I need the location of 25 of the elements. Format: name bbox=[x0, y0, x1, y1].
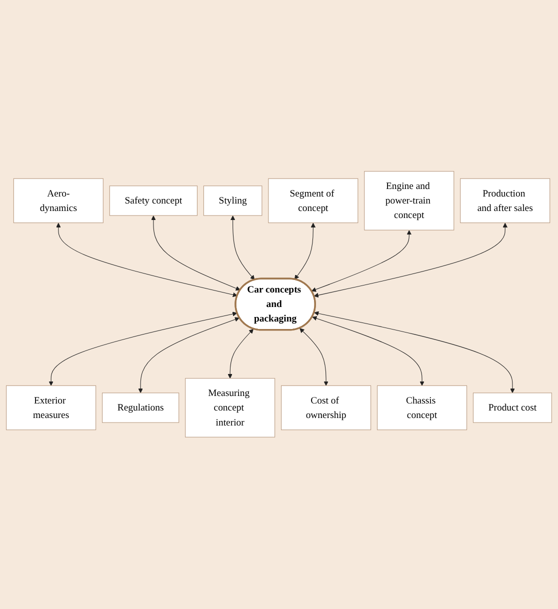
arrow bbox=[228, 329, 254, 379]
arrow bbox=[312, 316, 424, 386]
node-box bbox=[281, 386, 372, 430]
arrow bbox=[138, 317, 240, 394]
node-box bbox=[185, 378, 276, 438]
node-box bbox=[109, 186, 198, 216]
node-box bbox=[364, 171, 454, 231]
node-box bbox=[460, 178, 550, 224]
concept-diagram: Car concepts and packaging Aero-dynamics Safety concept Styling Segment of concept Engine and power-train concept Production and after sales Exterior measures Regulations Measuring concept interior Cost of ownership Chassis concept Product cost bbox=[2, 167, 556, 442]
arrow bbox=[314, 223, 508, 298]
arrow bbox=[230, 216, 255, 280]
node-box bbox=[13, 178, 104, 224]
node-box bbox=[268, 178, 358, 224]
node-box bbox=[377, 386, 468, 430]
node-box bbox=[6, 386, 96, 430]
arrow bbox=[294, 223, 316, 280]
node-box bbox=[472, 392, 552, 424]
arrow bbox=[56, 223, 238, 298]
node-box bbox=[203, 186, 262, 216]
arrow bbox=[314, 311, 515, 394]
arrow bbox=[300, 328, 328, 386]
arrow bbox=[48, 312, 238, 386]
arrow bbox=[311, 230, 412, 292]
arrow bbox=[151, 216, 240, 291]
node-box bbox=[102, 392, 180, 424]
